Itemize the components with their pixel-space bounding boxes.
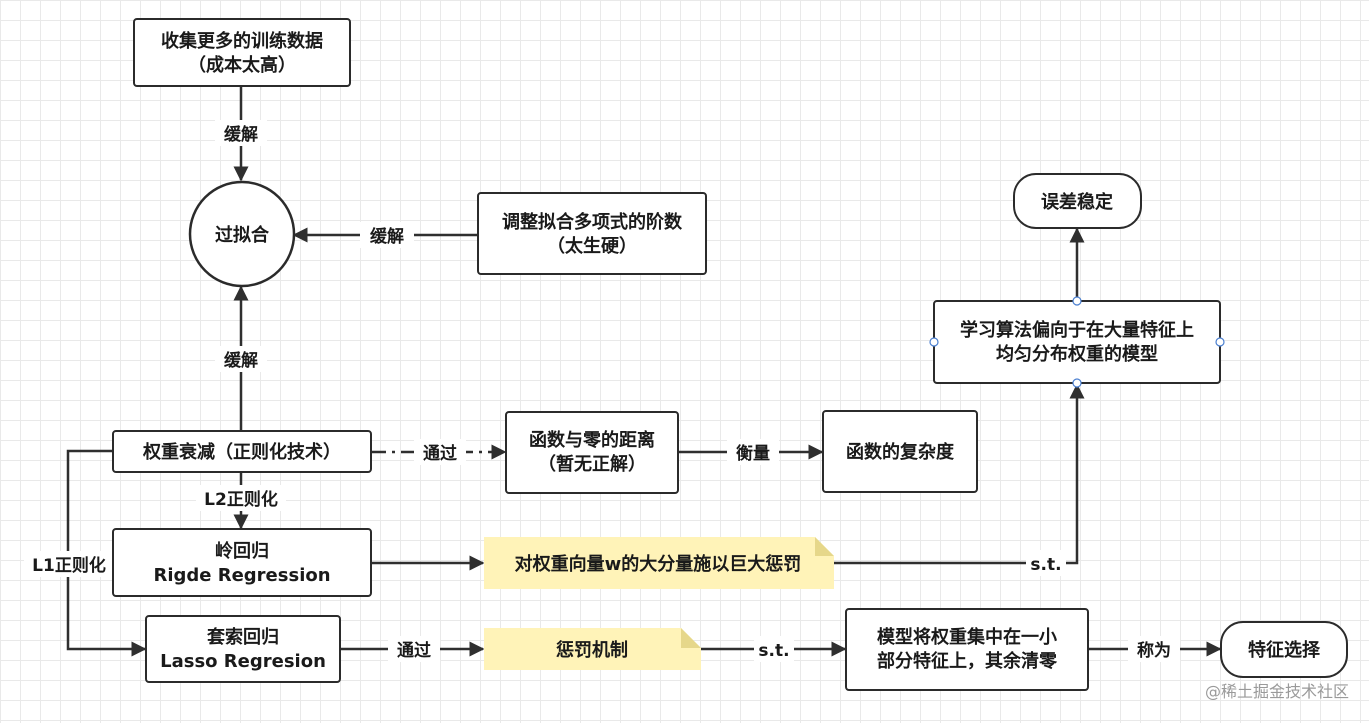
note-ridge-penalty[interactable]: 对权重向量w的大分量施以巨大惩罚 (484, 537, 834, 589)
node-more-data-note: （成本太高） (188, 54, 296, 76)
node-lasso-subtitle: Lasso Regresion (160, 651, 326, 672)
edge-dist-to-complexity[interactable]: 衡量 (679, 439, 824, 465)
edge-label-called: 称为 (1137, 640, 1171, 661)
edge-poly-to-overfit[interactable]: 缓解 (292, 222, 478, 248)
note-penalty-text: 惩罚机制 (556, 639, 628, 661)
node-poly-degree-title: 调整拟合多项式的阶数 (502, 211, 683, 233)
edge-sparse-to-feature[interactable]: 称为 (1089, 636, 1222, 662)
node-poly-degree-note: （太生硬） (547, 235, 637, 257)
edge-label-st: s.t. (1030, 555, 1061, 575)
edge-penalty-to-sparse[interactable]: s.t. (701, 636, 847, 662)
node-sparse-model[interactable]: 模型将权重集中在一小 部分特征上，其余清零 (845, 608, 1089, 691)
node-even-weights-title: 学习算法偏向于在大量特征上 (960, 319, 1194, 341)
node-func-dist-title: 函数与零的距离 (529, 429, 655, 451)
node-lasso-title: 套索回归 (207, 626, 279, 648)
node-ridge-subtitle: Rigde Regression (153, 565, 330, 586)
edge-label-via: 通过 (397, 641, 431, 661)
edge-label-l2: L2正则化 (204, 489, 278, 510)
node-sparse-model-title: 模型将权重集中在一小 (877, 626, 1057, 648)
edge-data-to-overfit[interactable]: 缓解 (215, 87, 267, 182)
node-feature-select[interactable]: 特征选择 (1220, 621, 1348, 678)
node-weight-decay[interactable]: 权重衰减（正则化技术） (112, 430, 372, 473)
edge-label-relieve: 缓解 (224, 124, 258, 145)
handle-top[interactable] (1072, 296, 1082, 306)
node-poly-degree[interactable]: 调整拟合多项式的阶数 （太生硬） (477, 192, 707, 275)
note-ridge-penalty-text: 对权重向量w的大分量施以巨大惩罚 (515, 553, 802, 575)
edge-label-st: s.t. (758, 641, 789, 661)
edge-decay-to-dist[interactable]: 通过 (372, 439, 507, 465)
node-more-data[interactable]: 收集更多的训练数据 （成本太高） (133, 18, 351, 87)
edge-decay-to-overfit[interactable]: 缓解 (215, 285, 267, 430)
edge-label-relieve: 缓解 (224, 350, 258, 371)
node-feature-select-label: 特征选择 (1248, 639, 1321, 661)
edge-label-relieve: 缓解 (370, 226, 404, 247)
edge-decay-to-ridge[interactable]: L2正则化 (196, 472, 286, 530)
handle-bottom[interactable] (1072, 378, 1082, 388)
node-func-dist[interactable]: 函数与零的距离 （暂无正解） (505, 411, 679, 494)
node-error-stable[interactable]: 误差稳定 (1013, 173, 1142, 229)
node-more-data-title: 收集更多的训练数据 (161, 30, 323, 52)
node-overfit[interactable]: 过拟合 (188, 180, 296, 288)
node-weight-decay-label: 权重衰减（正则化技术） (142, 441, 341, 463)
selection-handles[interactable] (929, 296, 1225, 388)
node-lasso[interactable]: 套索回归 Lasso Regresion (145, 615, 341, 683)
node-ridge-title: 岭回归 (215, 540, 269, 562)
node-even-weights[interactable]: 学习算法偏向于在大量特征上 均匀分布权重的模型 (933, 300, 1221, 384)
edge-label-via: 通过 (423, 444, 457, 464)
node-ridge[interactable]: 岭回归 Rigde Regression (112, 528, 372, 597)
node-complexity-label: 函数的复杂度 (846, 441, 955, 463)
edge-lasso-to-penalty[interactable]: 通过 (341, 636, 485, 662)
node-error-stable-label: 误差稳定 (1041, 191, 1113, 213)
handle-right[interactable] (1215, 337, 1225, 347)
node-overfit-label: 过拟合 (215, 224, 270, 246)
node-complexity[interactable]: 函数的复杂度 (822, 410, 978, 493)
node-func-dist-note: （暂无正解） (538, 453, 646, 475)
note-penalty[interactable]: 惩罚机制 (484, 628, 701, 670)
edge-label-l1: L1正则化 (32, 555, 106, 576)
edge-decay-to-lasso[interactable]: L1正则化 (24, 449, 147, 657)
node-sparse-model-subtitle: 部分特征上，其余清零 (877, 650, 1058, 672)
edge-note-to-even[interactable]: s.t. (834, 383, 1085, 576)
node-even-weights-subtitle: 均匀分布权重的模型 (996, 343, 1158, 365)
watermark: @稀土掘金技术社区 (1205, 682, 1349, 701)
handle-left[interactable] (929, 337, 939, 347)
edge-label-measure: 衡量 (736, 443, 770, 464)
